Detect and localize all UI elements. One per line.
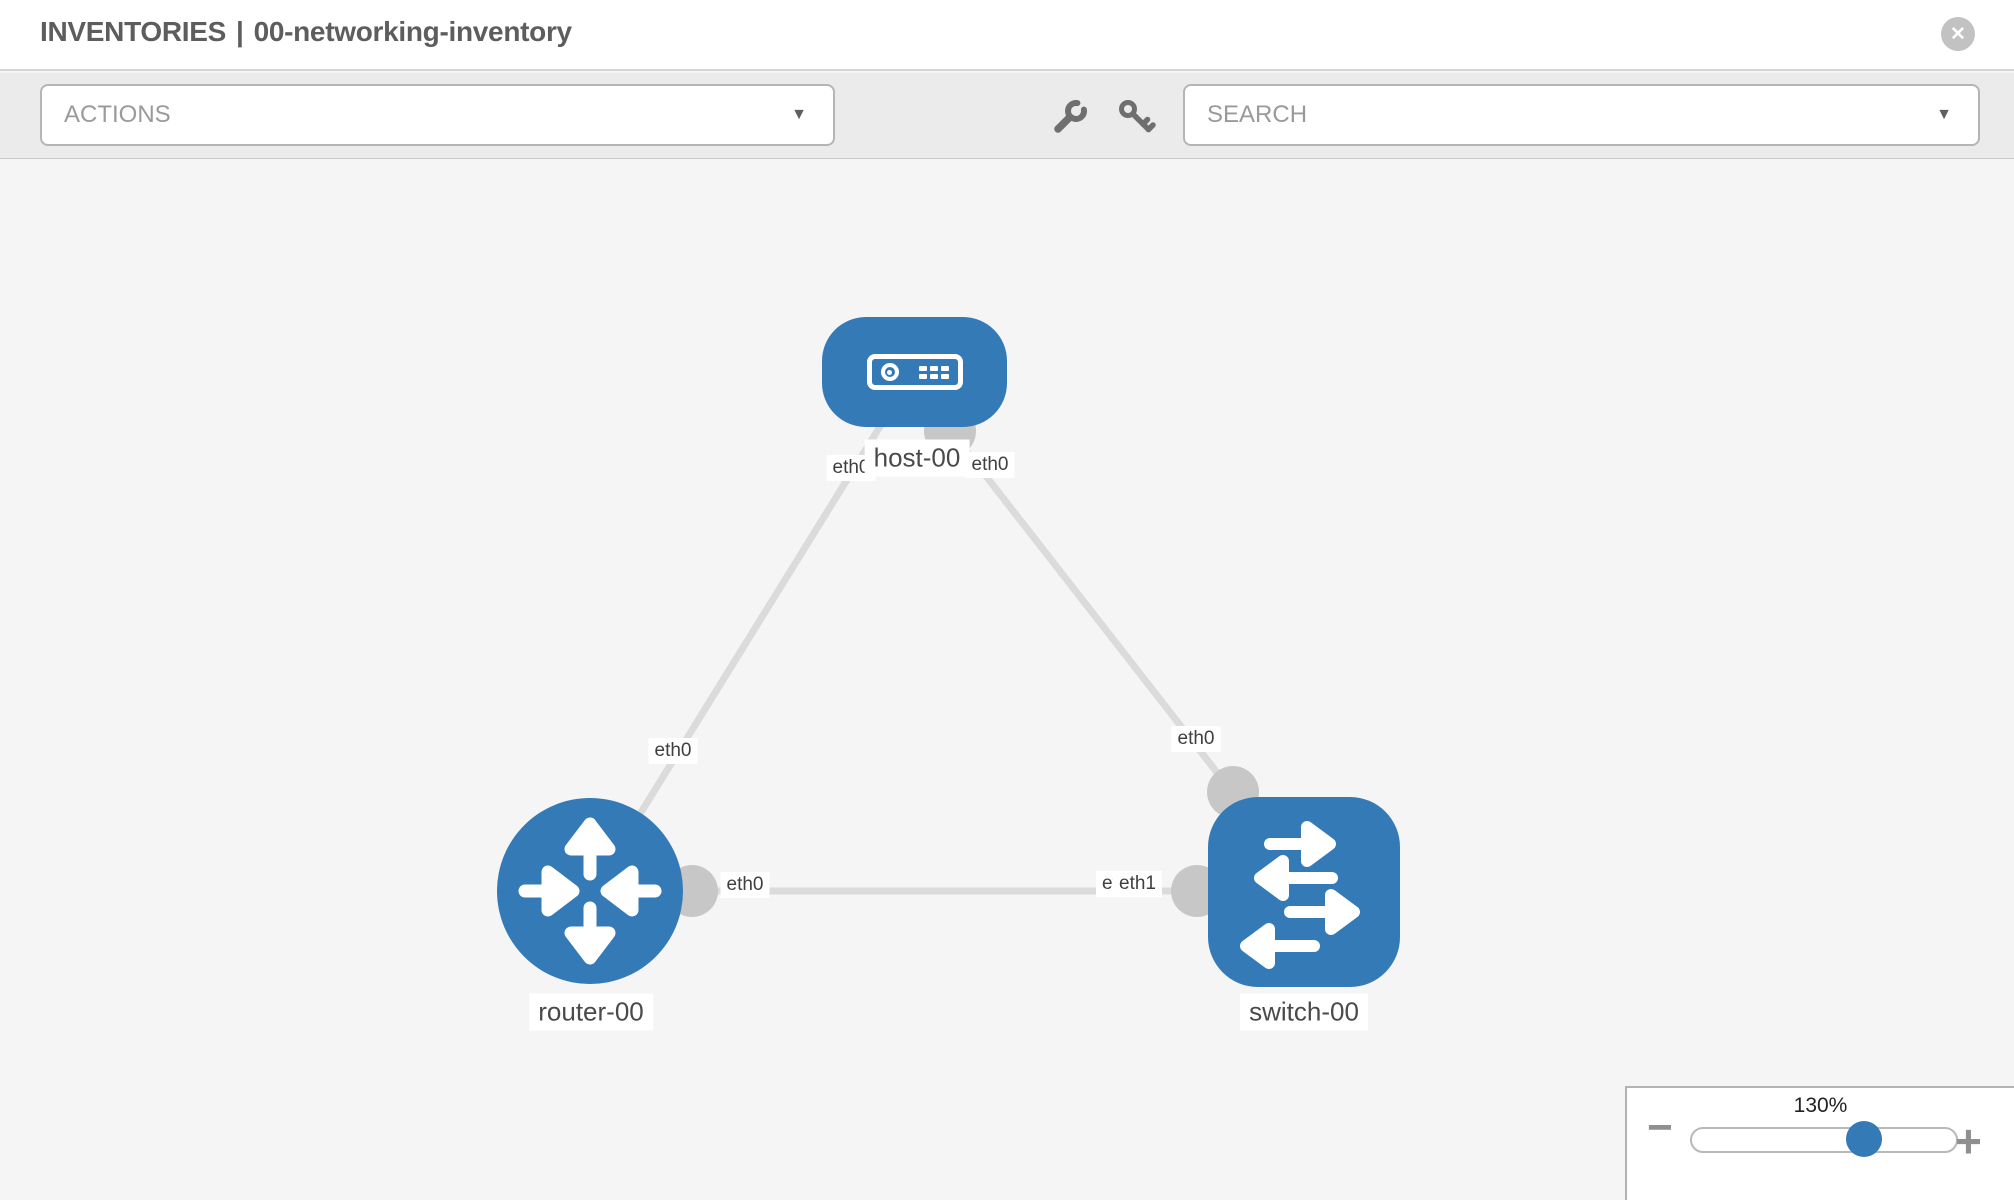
- node-label-host: host-00: [864, 439, 970, 477]
- host-icon: [866, 354, 963, 390]
- breadcrumb-separator: |: [236, 16, 244, 47]
- zoom-slider-handle[interactable]: [1846, 1121, 1882, 1157]
- inventory-name: 00-networking-inventory: [253, 16, 573, 47]
- node-switch-00[interactable]: [1208, 797, 1400, 987]
- node-router-00[interactable]: [497, 798, 683, 984]
- header: INVENTORIES | 00-networking-inventory ✕: [0, 0, 2014, 71]
- toolbar: ACTIONS ▼ SEARCH ▼: [0, 73, 2014, 159]
- router-icon: [518, 817, 662, 965]
- switch-icon: [1240, 821, 1360, 969]
- node-host-00[interactable]: [822, 317, 1007, 427]
- iface-label-switch-eth1: eth1: [1113, 871, 1162, 897]
- actions-dropdown-label: ACTIONS: [64, 101, 171, 128]
- zoom-slider[interactable]: [1690, 1121, 1958, 1157]
- wrench-icon[interactable]: [1048, 95, 1092, 139]
- search-placeholder: SEARCH: [1207, 101, 1308, 128]
- iface-label-switch-eth0: eth0: [1171, 726, 1221, 752]
- node-label-switch: switch-00: [1240, 993, 1368, 1031]
- zoom-in-button[interactable]: +: [1955, 1115, 1982, 1167]
- chevron-down-icon: ▼: [1936, 106, 1952, 123]
- zoom-level-value: 130%: [1793, 1094, 1848, 1117]
- iface-label-router-eth0-uplink: eth0: [648, 738, 698, 764]
- close-button[interactable]: ✕: [1941, 17, 1975, 51]
- close-icon: ✕: [1950, 23, 1966, 45]
- iface-label-host-eth0-right: eth0: [965, 452, 1015, 478]
- chevron-down-icon: ▼: [791, 106, 807, 123]
- node-label-router: router-00: [529, 993, 653, 1031]
- page-title: INVENTORIES | 00-networking-inventory: [40, 16, 572, 48]
- iface-label-router-eth0: eth0: [720, 872, 770, 898]
- breadcrumb-section: INVENTORIES: [40, 16, 227, 47]
- search-dropdown[interactable]: SEARCH ▼: [1183, 84, 1980, 146]
- key-icon[interactable]: [1114, 95, 1158, 139]
- actions-dropdown[interactable]: ACTIONS ▼: [40, 84, 835, 146]
- zoom-out-button[interactable]: −: [1647, 1103, 1673, 1152]
